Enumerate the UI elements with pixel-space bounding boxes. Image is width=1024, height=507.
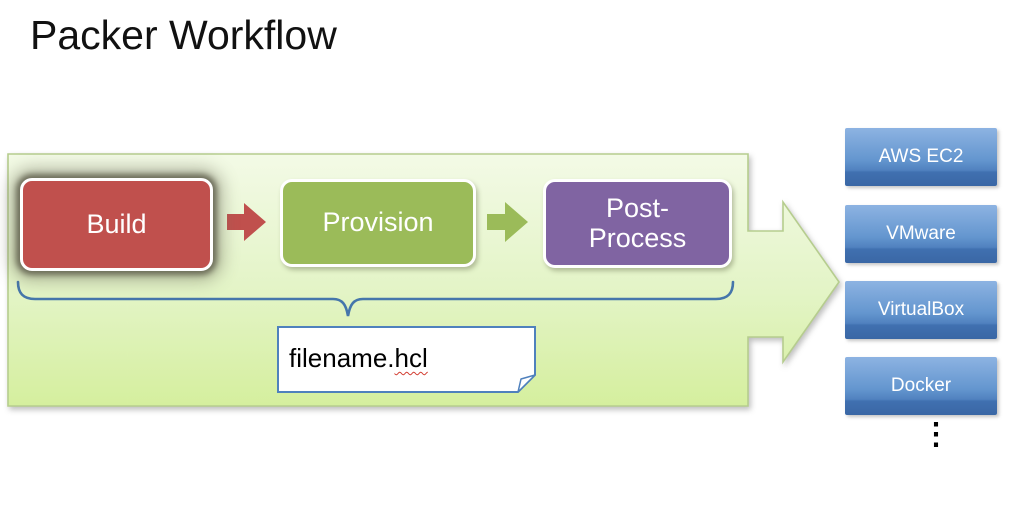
provider-docker-label: Docker (890, 375, 952, 396)
step-build: Build (20, 178, 213, 271)
step-provision-label: Provision (322, 207, 434, 238)
note-filename-base: filename. (289, 343, 395, 373)
note-folded-corner-icon (517, 374, 536, 393)
provider-virtualbox: VirtualBox (845, 281, 997, 339)
step-provision: Provision (280, 179, 476, 267)
brace-icon (16, 280, 735, 317)
step-post-process: Post- Process (543, 179, 732, 268)
provider-docker: Docker (845, 357, 997, 415)
provider-aws-ec2: AWS EC2 (845, 128, 997, 186)
note-curl-shadow-icon (452, 378, 469, 391)
step-post-process-label-line2: Process (588, 222, 687, 253)
note-filename-extension: hcl (394, 343, 428, 373)
note-filename: filename.hcl (289, 343, 428, 374)
step-build-label: Build (86, 208, 147, 239)
provider-vmware: VMware (845, 205, 997, 263)
provider-vmware-label: VMware (886, 223, 956, 244)
step-post-process-label-line1: Post- (605, 193, 670, 224)
page-title: Packer Workflow (30, 12, 337, 58)
arrow-provision-to-postprocess-icon (487, 202, 528, 242)
more-providers-ellipsis-icon: ⋮ (921, 418, 951, 451)
arrow-build-to-provision-icon (227, 203, 266, 241)
provider-virtualbox-label: VirtualBox (877, 299, 965, 320)
provider-aws-ec2-label: AWS EC2 (878, 146, 964, 167)
